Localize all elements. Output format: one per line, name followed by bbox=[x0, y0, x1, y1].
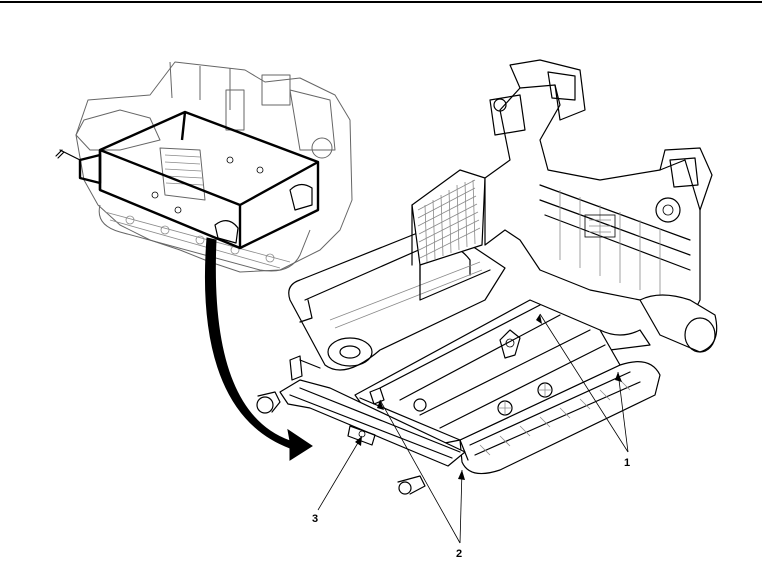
grille-mesh bbox=[417, 179, 481, 263]
locator-view bbox=[55, 61, 353, 273]
transition-arrow bbox=[205, 237, 313, 461]
callout-2: 2 bbox=[456, 548, 462, 560]
callout-1: 1 bbox=[624, 457, 630, 469]
callout-3: 3 bbox=[312, 513, 318, 525]
leader-lines bbox=[317, 313, 629, 544]
frame-assembly-detail bbox=[256, 59, 718, 495]
